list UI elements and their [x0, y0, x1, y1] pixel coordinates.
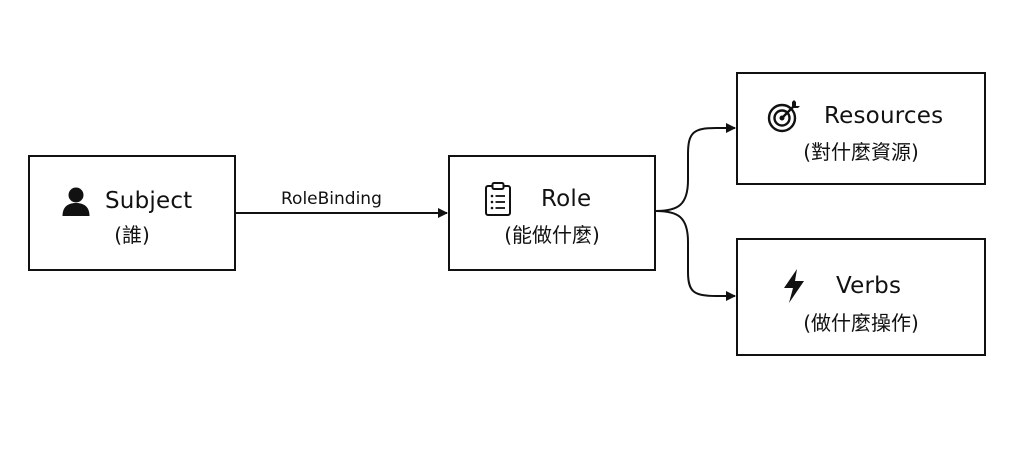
node-subject: Subject (誰)	[28, 155, 236, 271]
node-role-header: Role	[483, 181, 591, 217]
node-subject-subtitle: (誰)	[114, 223, 150, 247]
node-role: Role (能做什麼)	[448, 155, 656, 271]
node-verbs-header: Verbs	[782, 268, 901, 304]
node-subject-header: Subject	[59, 184, 192, 218]
node-resources-subtitle: (對什麼資源)	[803, 140, 919, 164]
clipboard-list-icon	[483, 181, 513, 217]
node-role-subtitle: (能做什麼)	[504, 223, 600, 247]
edge-role-to-resources	[655, 123, 736, 212]
lightning-bolt-icon	[782, 268, 806, 304]
edge-role-to-verbs	[655, 210, 736, 301]
target-icon	[766, 98, 802, 134]
node-verbs-title: Verbs	[836, 273, 902, 299]
node-verbs: Verbs (做什麼操作)	[736, 238, 986, 356]
node-resources: Resources (對什麼資源)	[736, 72, 986, 185]
node-role-title: Role	[541, 186, 592, 212]
node-verbs-subtitle: (做什麼操作)	[803, 311, 919, 335]
node-resources-header: Resources	[766, 98, 943, 134]
node-subject-title: Subject	[105, 188, 193, 214]
node-resources-title: Resources	[824, 103, 944, 129]
edge-label-rolebinding: RoleBinding	[281, 189, 382, 209]
person-icon	[59, 184, 93, 218]
